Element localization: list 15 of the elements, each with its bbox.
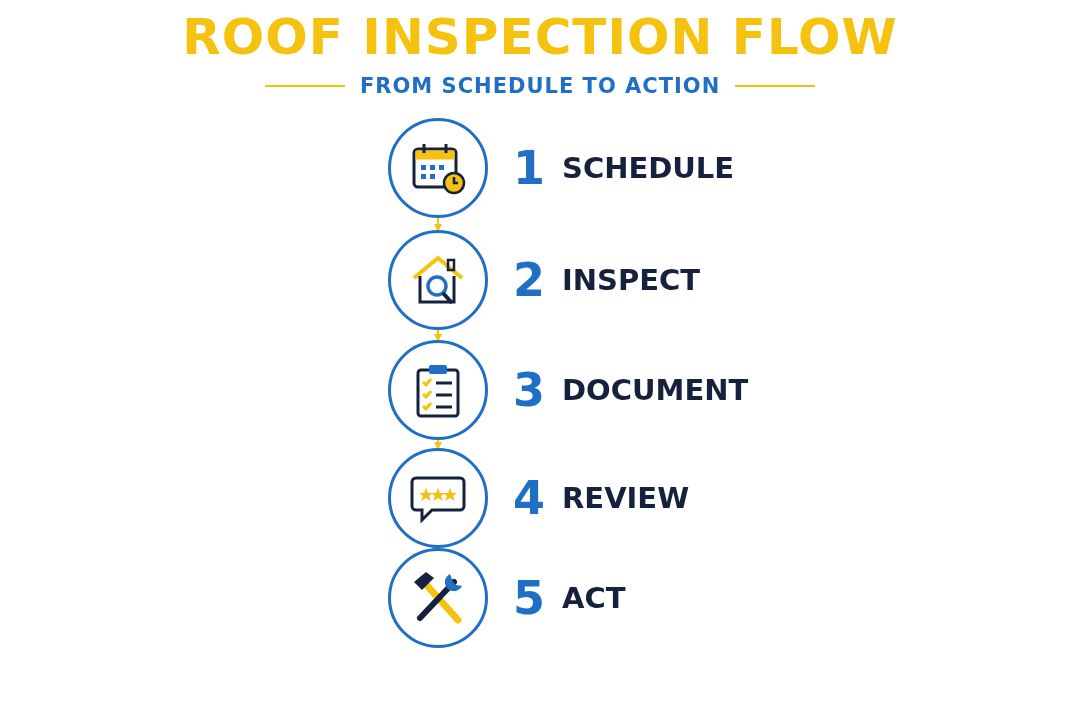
- subtitle: FROM SCHEDULE TO ACTION: [360, 74, 721, 98]
- step-number: 3: [513, 363, 545, 417]
- arrow: [434, 439, 442, 450]
- step-number: 4: [513, 471, 545, 525]
- step-number: 2: [513, 253, 545, 307]
- step-label: SCHEDULE: [562, 151, 735, 185]
- step-label: ACT: [562, 581, 626, 615]
- arrow: [434, 329, 442, 342]
- step-number: 1: [513, 141, 545, 195]
- arrow: [434, 217, 442, 232]
- step-label: REVIEW: [562, 481, 690, 515]
- step-label: DOCUMENT: [562, 373, 749, 407]
- step-label: INSPECT: [562, 263, 701, 297]
- title: ROOF INSPECTION FLOW: [181, 8, 899, 66]
- step-number: 5: [513, 571, 545, 625]
